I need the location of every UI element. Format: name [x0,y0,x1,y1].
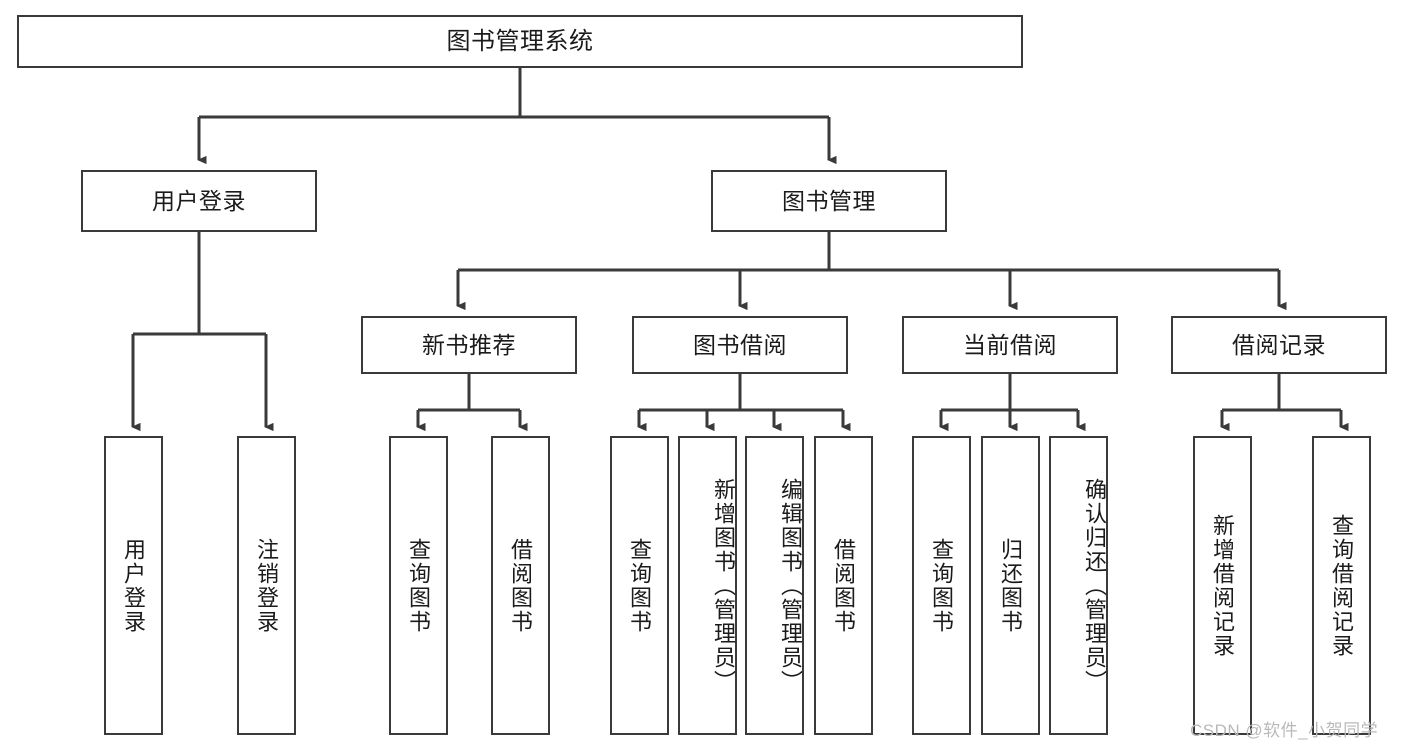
leaf-query-book-current[interactable]: 查询图书 [912,436,971,735]
leaf-borrow-book-recommend[interactable]: 借阅图书 [491,436,550,735]
node-user-login[interactable]: 用户登录 [81,170,317,232]
node-borrow-record[interactable]: 借阅记录 [1171,316,1387,374]
leaf-user-login[interactable]: 用户登录 [104,436,163,735]
node-new-book-recommend[interactable]: 新书推荐 [361,316,577,374]
node-current-borrow[interactable]: 当前借阅 [902,316,1118,374]
leaf-user-logout[interactable]: 注销登录 [237,436,296,735]
node-book-management[interactable]: 图书管理 [711,170,947,232]
leaf-add-borrow-record[interactable]: 新增借阅记录 [1193,436,1252,735]
leaf-query-borrow-record[interactable]: 查询借阅记录 [1312,436,1371,735]
leaf-confirm-return-admin[interactable]: 确认归还（管理员） [1049,436,1108,735]
leaf-add-book-admin[interactable]: 新增图书（管理员） [678,436,737,735]
leaf-edit-book-admin[interactable]: 编辑图书（管理员） [745,436,804,735]
node-book-borrow[interactable]: 图书借阅 [632,316,848,374]
leaf-borrow-book-borrow[interactable]: 借阅图书 [814,436,873,735]
csdn-watermark: CSDN @软件_小贺同学 [1190,721,1379,740]
leaf-return-book[interactable]: 归还图书 [981,436,1040,735]
leaf-query-book-borrow[interactable]: 查询图书 [610,436,669,735]
node-root-book-management-system[interactable]: 图书管理系统 [17,15,1023,68]
leaf-query-book-recommend[interactable]: 查询图书 [389,436,448,735]
